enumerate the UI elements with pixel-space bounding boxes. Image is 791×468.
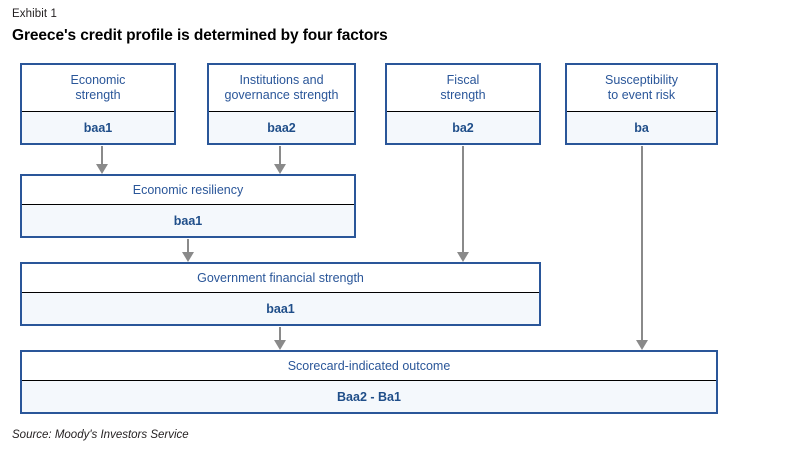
factor-box-scorecard-indicated-outcome: Scorecard-indicated outcome Baa2 - Ba1 (20, 350, 718, 414)
factor-title-susceptibility-to-event-risk: Susceptibility to event risk (567, 65, 716, 111)
arrow-shaft (279, 146, 281, 164)
arrow-shaft (279, 327, 281, 340)
arrow-head (635, 340, 648, 350)
factor-box-institutions-and-governance-strength: Institutions and governance strength baa… (207, 63, 356, 145)
arrow-head (273, 164, 286, 174)
factor-box-economic-strength: Economic strength baa1 (20, 63, 176, 145)
factor-value-scorecard-indicated-outcome: Baa2 - Ba1 (22, 380, 716, 412)
factor-box-government-financial-strength: Government financial strength baa1 (20, 262, 541, 326)
arrow-head (181, 252, 194, 262)
page-title: Greece's credit profile is determined by… (12, 27, 388, 44)
factor-box-fiscal-strength: Fiscal strength ba2 (385, 63, 541, 145)
arrow-head (456, 252, 469, 262)
factor-value-government-financial-strength: baa1 (22, 292, 539, 324)
source-note: Source: Moody's Investors Service (12, 429, 189, 441)
arrow-down-icon-economic-strength-to-economic-resiliency (92, 146, 112, 174)
factor-box-susceptibility-to-event-risk: Susceptibility to event risk ba (565, 63, 718, 145)
factor-title-scorecard-indicated-outcome: Scorecard-indicated outcome (22, 352, 716, 380)
factor-value-economic-strength: baa1 (22, 111, 174, 143)
factor-value-susceptibility-to-event-risk: ba (567, 111, 716, 143)
arrow-down-icon-government-financial-strength-to-scorecard (270, 327, 290, 350)
factor-title-government-financial-strength: Government financial strength (22, 264, 539, 292)
exhibit-label: Exhibit 1 (12, 8, 58, 20)
factor-title-economic-strength: Economic strength (22, 65, 174, 111)
arrow-down-icon-susceptibility-to-scorecard (632, 146, 652, 350)
arrow-head (95, 164, 108, 174)
factor-value-fiscal-strength: ba2 (387, 111, 539, 143)
arrow-down-icon-fiscal-strength-to-government-financial-strength (453, 146, 473, 262)
arrow-shaft (187, 239, 189, 252)
factor-title-fiscal-strength: Fiscal strength (387, 65, 539, 111)
factor-title-institutions-and-governance-strength: Institutions and governance strength (209, 65, 354, 111)
arrow-shaft (641, 146, 643, 340)
factor-box-economic-resiliency: Economic resiliency baa1 (20, 174, 356, 238)
arrow-down-icon-institutions-to-economic-resiliency (270, 146, 290, 174)
factor-value-institutions-and-governance-strength: baa2 (209, 111, 354, 143)
arrow-shaft (462, 146, 464, 252)
factor-value-economic-resiliency: baa1 (22, 204, 354, 236)
arrow-down-icon-economic-resiliency-to-government-financial-strength (178, 239, 198, 262)
arrow-shaft (101, 146, 103, 164)
factor-title-economic-resiliency: Economic resiliency (22, 176, 354, 204)
arrow-head (273, 340, 286, 350)
